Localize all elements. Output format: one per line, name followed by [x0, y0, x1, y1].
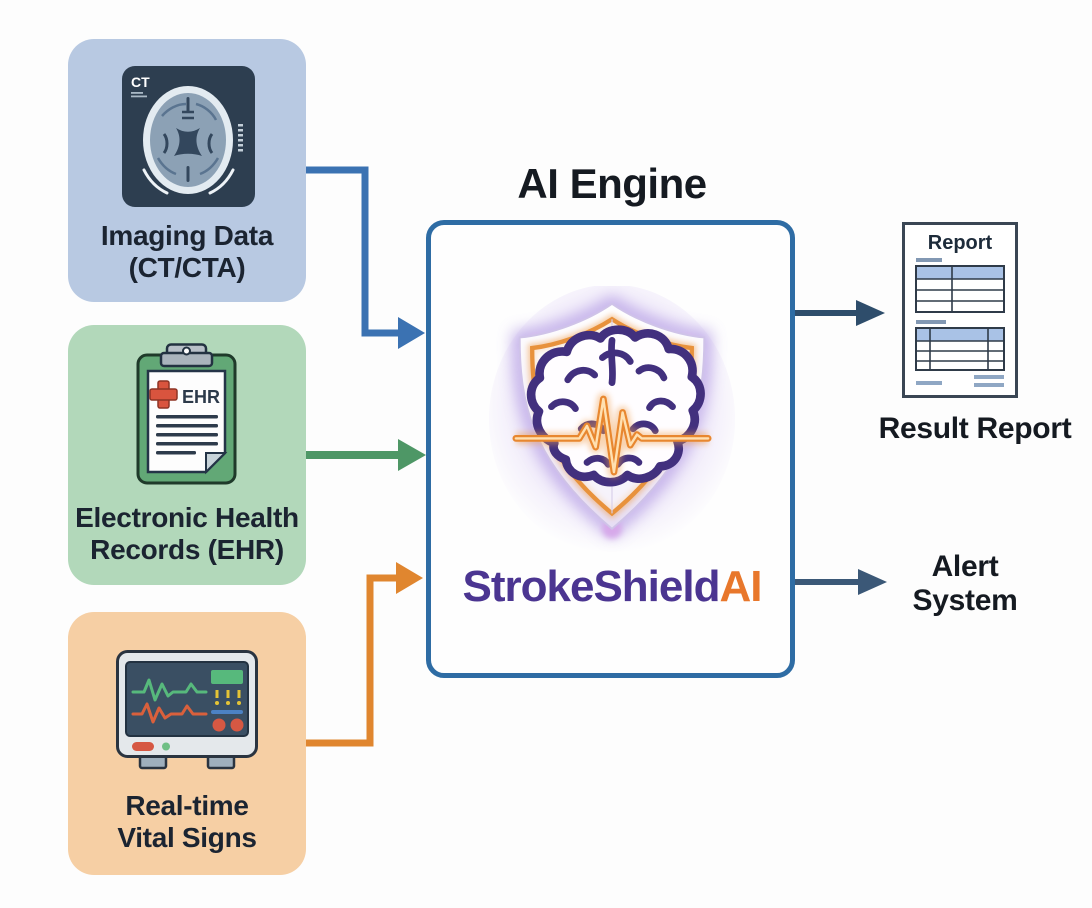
input-card-vitals: Real-time Vital Signs — [68, 612, 306, 875]
ehr-clipboard-icon: EHR — [136, 343, 237, 485]
ecg-line-icon — [512, 392, 712, 479]
input-card-imaging: CT Imaging Data (CT/CTA) — [68, 39, 306, 302]
strokeshield-logo-icon — [488, 286, 736, 554]
imaging-label-line1: Imaging Data — [100, 220, 274, 251]
report-table-1 — [915, 265, 1005, 313]
report-doc-title: Report — [928, 232, 993, 254]
arrow-ehr-to-engine — [306, 439, 426, 471]
ct-scan-icon: CT — [122, 66, 255, 207]
arrow-imaging-to-engine — [306, 166, 425, 349]
result-report-label: Result Report — [878, 412, 1072, 445]
ai-engine-title: AI Engine — [517, 160, 707, 207]
alert-system-label: Alert System — [855, 550, 1075, 618]
vitals-label-line1: Real-time — [125, 790, 249, 821]
input-card-ehr: EHR Electronic Health Records (EHR) — [68, 325, 306, 585]
ehr-label-line1: Electronic Health — [75, 502, 299, 533]
report-table-2 — [915, 327, 1005, 371]
alert-label-line1: Alert — [931, 550, 999, 583]
ehr-label-line2: Records (EHR) — [90, 534, 284, 565]
brand-accent-text: AI — [719, 562, 762, 611]
ehr-icon-label: EHR — [182, 387, 220, 407]
ct-icon-label: CT — [131, 74, 150, 90]
imaging-label-line2: (CT/CTA) — [128, 252, 246, 283]
report-document-icon: Report — [902, 222, 1018, 398]
brand-primary-text: StrokeShield — [462, 562, 721, 611]
vitals-label-line2: Vital Signs — [117, 822, 257, 853]
arrow-engine-to-report — [795, 300, 885, 326]
vitals-monitor-icon — [116, 650, 258, 770]
alert-label-line2: System — [912, 584, 1018, 617]
strokeshield-brand: StrokeShieldAI — [436, 562, 788, 612]
arrow-vitals-to-engine — [306, 562, 423, 747]
